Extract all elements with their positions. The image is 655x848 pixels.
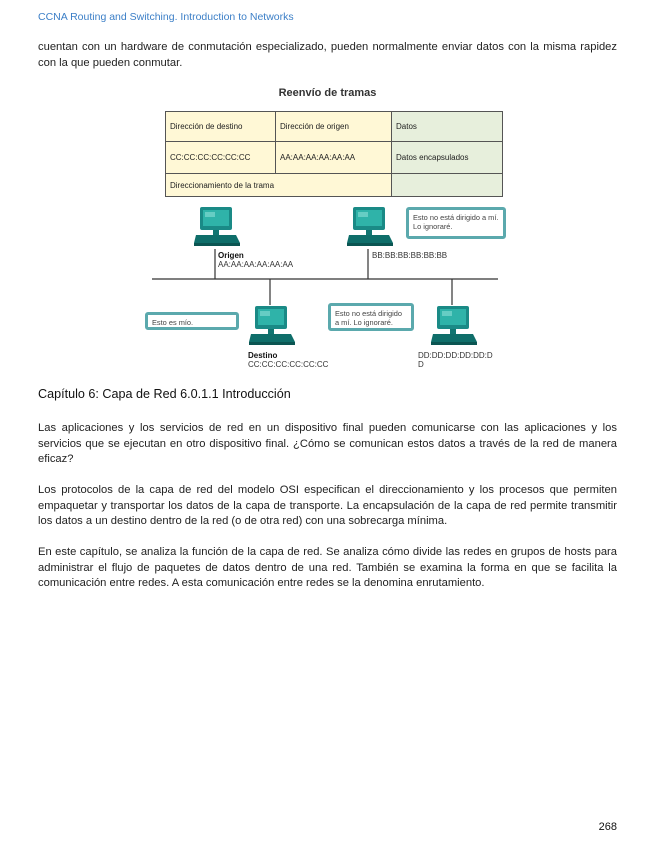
host-d-mac-line1: DD:DD:DD:DD:DD:D <box>418 351 493 360</box>
host-b-callout: Esto no está dirigido a mí. Lo ignoraré. <box>406 207 506 239</box>
running-header: CCNA Routing and Switching. Introduction… <box>38 11 294 23</box>
page-number: 268 <box>598 821 617 833</box>
data-value-cell: Datos encapsulados <box>392 142 502 174</box>
destination-mac: CC:CC:CC:CC:CC:CC <box>248 360 329 369</box>
body-paragraph-3: En este capítulo, se analiza la función … <box>38 546 617 590</box>
frame-table: Dirección de destino Dirección de origen… <box>165 111 503 197</box>
destination-callout: Esto es mío. <box>145 312 239 330</box>
network-diagram <box>152 207 498 345</box>
host-b-computer-icon <box>347 207 393 246</box>
host-d-computer-icon <box>431 306 477 345</box>
addressing-data-cell <box>392 174 502 196</box>
data-header-cell: Datos <box>392 112 502 142</box>
destination-label: Destino CC:CC:CC:CC:CC:CC <box>248 351 328 369</box>
dest-header-cell: Dirección de destino <box>166 112 276 142</box>
chapter-title: Capítulo 6: Capa de Red 6.0.1.1 Introduc… <box>38 387 291 401</box>
figure-title: Reenvío de tramas <box>278 87 377 99</box>
src-header-cell: Dirección de origen <box>276 112 392 142</box>
origin-label: Origen AA:AA:AA:AA:AA:AA <box>218 251 293 269</box>
intro-paragraph: cuentan con un hardware de conmutación e… <box>38 41 617 69</box>
origin-computer-icon <box>194 207 240 246</box>
dest-value-cell: CC:CC:CC:CC:CC:CC <box>166 142 276 174</box>
destination-computer-icon <box>249 306 295 345</box>
origin-title: Origen <box>218 251 244 260</box>
destination-title: Destino <box>248 351 278 360</box>
host-b-label: BB:BB:BB:BB:BB:BB <box>372 251 448 260</box>
body-paragraph-2: Los protocolos de la capa de red del mod… <box>38 484 617 528</box>
origin-mac: AA:AA:AA:AA:AA:AA <box>218 260 294 269</box>
host-d-label: DD:DD:DD:DD:DD:D D <box>418 351 493 369</box>
host-d-mac-line2: D <box>418 360 424 369</box>
addressing-cell: Direccionamiento de la trama <box>166 174 392 196</box>
src-value-cell: AA:AA:AA:AA:AA:AA <box>276 142 392 174</box>
host-d-callout: Esto no está dirigido a mí. Lo ignoraré. <box>328 303 414 331</box>
body-paragraph-1: Las aplicaciones y los servicios de red … <box>38 422 617 466</box>
